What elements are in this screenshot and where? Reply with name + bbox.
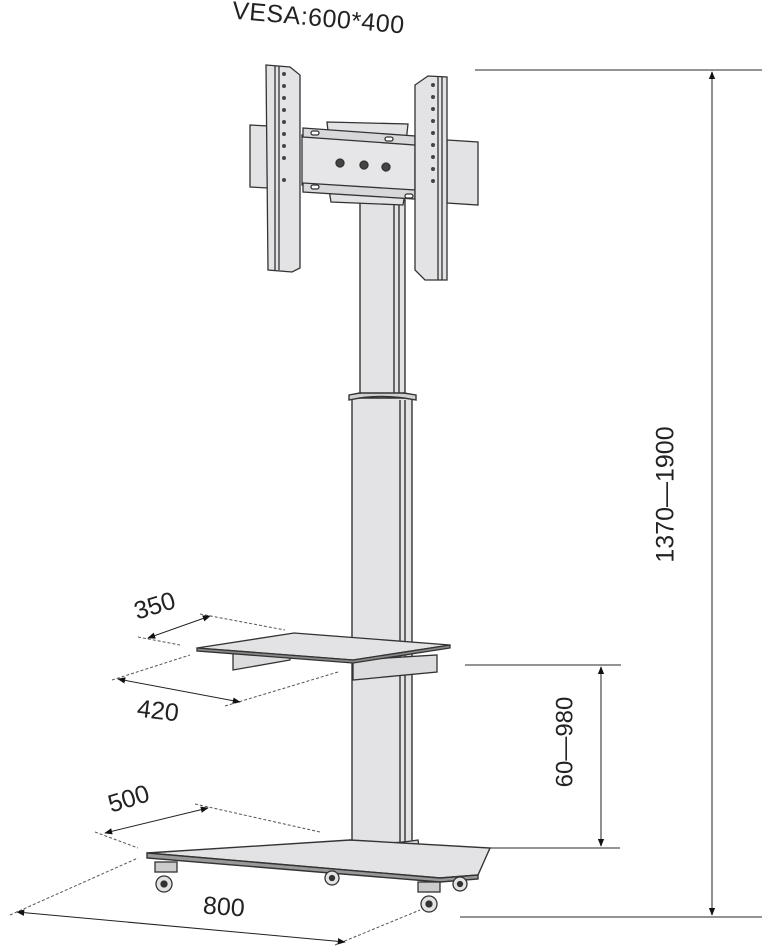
base-width-dimension bbox=[9, 857, 421, 946]
right-vertical-arm bbox=[414, 75, 448, 281]
casters bbox=[154, 861, 468, 913]
caster-middle bbox=[324, 870, 340, 886]
shelf-width-dimension bbox=[111, 654, 339, 707]
base-depth-dimension bbox=[94, 803, 321, 849]
vesa-mount-bracket bbox=[249, 121, 479, 206]
base-width-label: 800 bbox=[202, 891, 246, 923]
upper-column bbox=[359, 199, 406, 394]
shelf-width-label: 420 bbox=[135, 694, 181, 728]
caster-rear-right bbox=[452, 876, 468, 892]
left-vertical-arm bbox=[265, 64, 301, 273]
av-shelf bbox=[196, 632, 451, 681]
shelf-depth-dimension bbox=[137, 613, 286, 646]
total-height-label: 1370—1900 bbox=[651, 426, 680, 563]
shelf-height-label: 60—980 bbox=[551, 696, 579, 788]
caster-front-left bbox=[154, 861, 178, 893]
base-plate bbox=[146, 839, 492, 883]
total-height-dimension bbox=[460, 69, 762, 918]
lower-column bbox=[348, 390, 417, 846]
shelf-height-dimension bbox=[465, 664, 621, 849]
caster-front-right bbox=[417, 881, 441, 913]
